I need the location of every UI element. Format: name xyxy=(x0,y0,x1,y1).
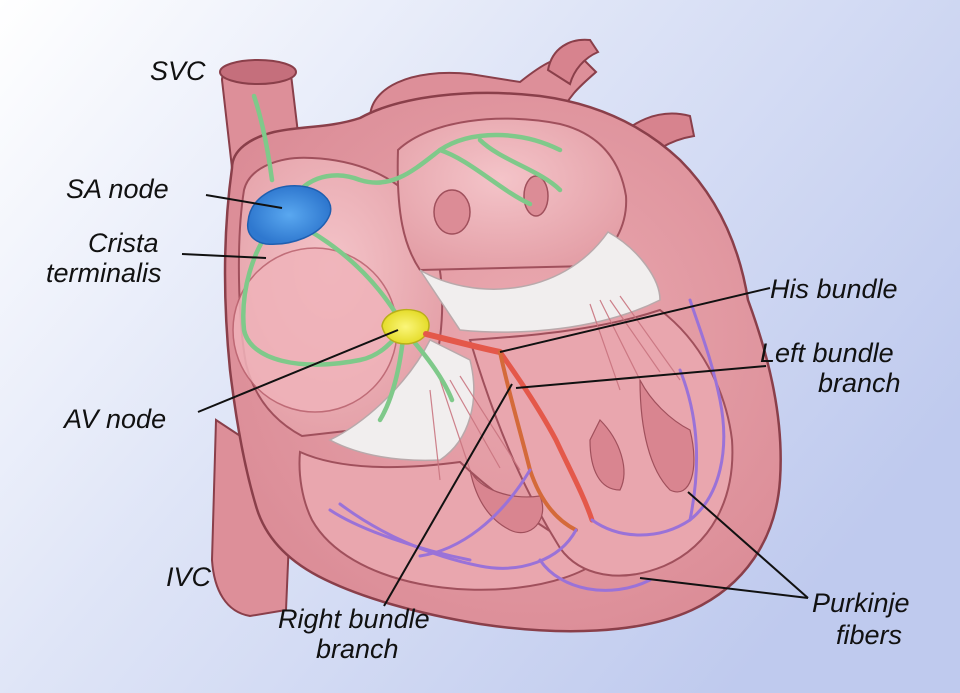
label-ivc: IVC xyxy=(166,562,212,592)
label-sa-node: SA node xyxy=(66,174,169,204)
label-crista-line1: Crista xyxy=(88,228,159,258)
label-right-bundle-line2: branch xyxy=(316,634,399,664)
label-left-bundle-line1: Left bundle xyxy=(760,338,894,368)
av-node xyxy=(382,310,429,344)
label-left-bundle-line2: branch xyxy=(818,368,901,398)
svc-opening xyxy=(220,60,296,84)
label-purkinje-line2: fibers xyxy=(836,620,902,650)
label-right-bundle-line1: Right bundle xyxy=(278,604,430,634)
pulmonary-opening-1 xyxy=(434,190,470,234)
label-svc: SVC xyxy=(150,56,206,86)
label-av-node: AV node xyxy=(62,404,166,434)
label-purkinje-line1: Purkinje xyxy=(812,588,910,618)
label-his-bundle: His bundle xyxy=(770,274,898,304)
pulmonary-opening-2 xyxy=(524,176,548,216)
label-crista-line2: terminalis xyxy=(46,258,162,288)
